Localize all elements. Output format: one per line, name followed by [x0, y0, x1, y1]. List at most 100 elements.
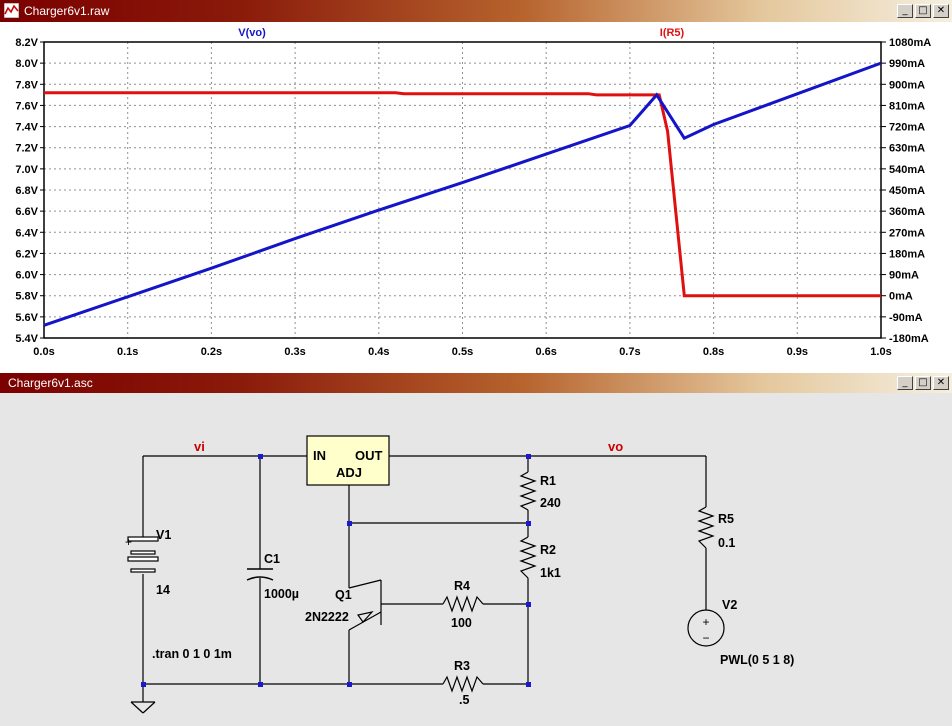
maximize-button[interactable]: □: [915, 4, 931, 18]
regulator-out-pin: OUT: [355, 448, 383, 463]
right-tick-label: 630mA: [889, 143, 925, 155]
close-button[interactable]: ✕: [933, 4, 949, 18]
x-tick-label: 0.3s: [284, 346, 305, 358]
x-tick-label: 1.0s: [870, 346, 891, 358]
v2-plus-label: +: [702, 615, 709, 629]
r2-name: R2: [540, 543, 556, 557]
left-tick-label: 7.6V: [15, 100, 38, 112]
right-tick-label: 180mA: [889, 248, 925, 260]
minimize-button[interactable]: _: [897, 4, 913, 18]
ground-symbol[interactable]: [130, 701, 156, 714]
schematic-window-titlebar[interactable]: Charger6v1.asc _ □ ✕: [0, 373, 952, 393]
schematic-canvas[interactable]: + + − IN OUT ADJ: [0, 393, 952, 726]
v2-name: V2: [722, 598, 737, 612]
q1-value: 2N2222: [305, 610, 349, 624]
schematic-window-title: Charger6v1.asc: [8, 376, 93, 390]
left-tick-label: 7.4V: [15, 122, 38, 134]
trace-ir5[interactable]: [44, 91, 881, 298]
right-tick-label: 270mA: [889, 227, 925, 239]
battery-v1[interactable]: [127, 536, 159, 573]
r2-value: 1k1: [540, 566, 561, 580]
x-tick-label: 0.8s: [703, 346, 724, 358]
right-tick-label: 900mA: [889, 79, 925, 91]
minimize-button[interactable]: _: [897, 376, 913, 390]
right-tick-label: -90mA: [889, 312, 923, 324]
right-tick-label: 540mA: [889, 164, 925, 176]
x-tick-label: 0.0s: [33, 346, 54, 358]
trace-vo[interactable]: [43, 61, 882, 327]
wires[interactable]: [142, 455, 707, 702]
left-tick-label: 6.8V: [15, 185, 38, 197]
left-tick-label: 5.4V: [15, 333, 38, 345]
plot-background: [0, 22, 952, 373]
r5-name: R5: [718, 512, 734, 526]
left-tick-label: 7.2V: [15, 143, 38, 155]
left-tick-label: 8.2V: [15, 37, 38, 49]
c1-value: 1000µ: [264, 587, 299, 601]
v1-value: 14: [156, 583, 170, 597]
resistor-r1[interactable]: [519, 471, 537, 511]
right-tick-label: 720mA: [889, 122, 925, 134]
r5-value: 0.1: [718, 536, 735, 550]
r1-name: R1: [540, 474, 556, 488]
net-label-vi[interactable]: vi: [194, 439, 205, 454]
right-tick-label: 450mA: [889, 185, 925, 197]
x-tick-label: 0.2s: [201, 346, 222, 358]
right-tick-label: 990mA: [889, 58, 925, 70]
r4-value: 100: [451, 616, 472, 630]
right-tick-label: -180mA: [889, 333, 929, 345]
plot-window-title: Charger6v1.raw: [24, 4, 110, 18]
r3-name: R3: [454, 659, 470, 673]
left-tick-label: 6.6V: [15, 206, 38, 218]
v1-plus-label: +: [125, 535, 132, 549]
v2-minus-label: −: [702, 631, 709, 645]
left-tick-label: 7.0V: [15, 164, 38, 176]
resistor-r2[interactable]: [519, 536, 537, 579]
x-tick-label: 0.1s: [117, 346, 138, 358]
left-tick-label: 7.8V: [15, 79, 38, 91]
regulator-u1[interactable]: [306, 435, 390, 486]
maximize-button[interactable]: □: [915, 376, 931, 390]
v1-name: V1: [156, 528, 171, 542]
left-tick-label: 5.6V: [15, 312, 38, 324]
legend-ir5[interactable]: I(R5): [660, 27, 685, 39]
junction-dots: [141, 454, 531, 687]
right-tick-label: 90mA: [889, 270, 919, 282]
c1-name: C1: [264, 552, 280, 566]
x-tick-label: 0.5s: [452, 346, 473, 358]
r1-value: 240: [540, 496, 561, 510]
left-tick-label: 5.8V: [15, 291, 38, 303]
q1-emitter-arrow: [356, 611, 374, 623]
legend-vo[interactable]: V(vo): [238, 27, 266, 39]
spice-directive[interactable]: .tran 0 1 0 1m: [152, 647, 232, 661]
q1-name: Q1: [335, 588, 352, 602]
x-tick-label: 0.9s: [787, 346, 808, 358]
close-button[interactable]: ✕: [933, 376, 949, 390]
right-tick-label: 360mA: [889, 206, 925, 218]
resistor-r4[interactable]: [442, 595, 484, 613]
voltage-source-v2[interactable]: [687, 609, 725, 647]
left-tick-label: 6.2V: [15, 248, 38, 260]
right-axis-ticks: 1080mA 990mA 900mA 810mA 720mA 630mA 540mA 450m…: [881, 37, 931, 345]
r3-value: .5: [459, 693, 469, 707]
right-tick-label: 810mA: [889, 100, 925, 112]
x-tick-label: 0.6s: [535, 346, 556, 358]
r4-name: R4: [454, 579, 470, 593]
capacitor-c1[interactable]: [246, 568, 274, 581]
left-tick-label: 6.4V: [15, 227, 38, 239]
plot-window-titlebar[interactable]: Charger6v1.raw _ □ ✕: [0, 0, 952, 22]
net-label-vo[interactable]: vo: [608, 439, 623, 454]
regulator-adj-pin: ADJ: [336, 465, 362, 480]
plot-grid: [44, 42, 881, 338]
right-tick-label: 1080mA: [889, 37, 931, 49]
schematic-window: Charger6v1.asc _ □ ✕: [0, 373, 952, 726]
resistor-r5[interactable]: [697, 506, 715, 549]
v2-value: PWL(0 5 1 8): [720, 653, 794, 667]
left-tick-label: 6.0V: [15, 270, 38, 282]
waveform-icon: [4, 3, 19, 18]
x-tick-label: 0.7s: [619, 346, 640, 358]
resistor-r3[interactable]: [442, 675, 484, 693]
left-axis-ticks: 8.2V8.0V7.8V7.6V7.4V7.2V7.0V6.8V6.6V6.4V…: [15, 37, 44, 345]
